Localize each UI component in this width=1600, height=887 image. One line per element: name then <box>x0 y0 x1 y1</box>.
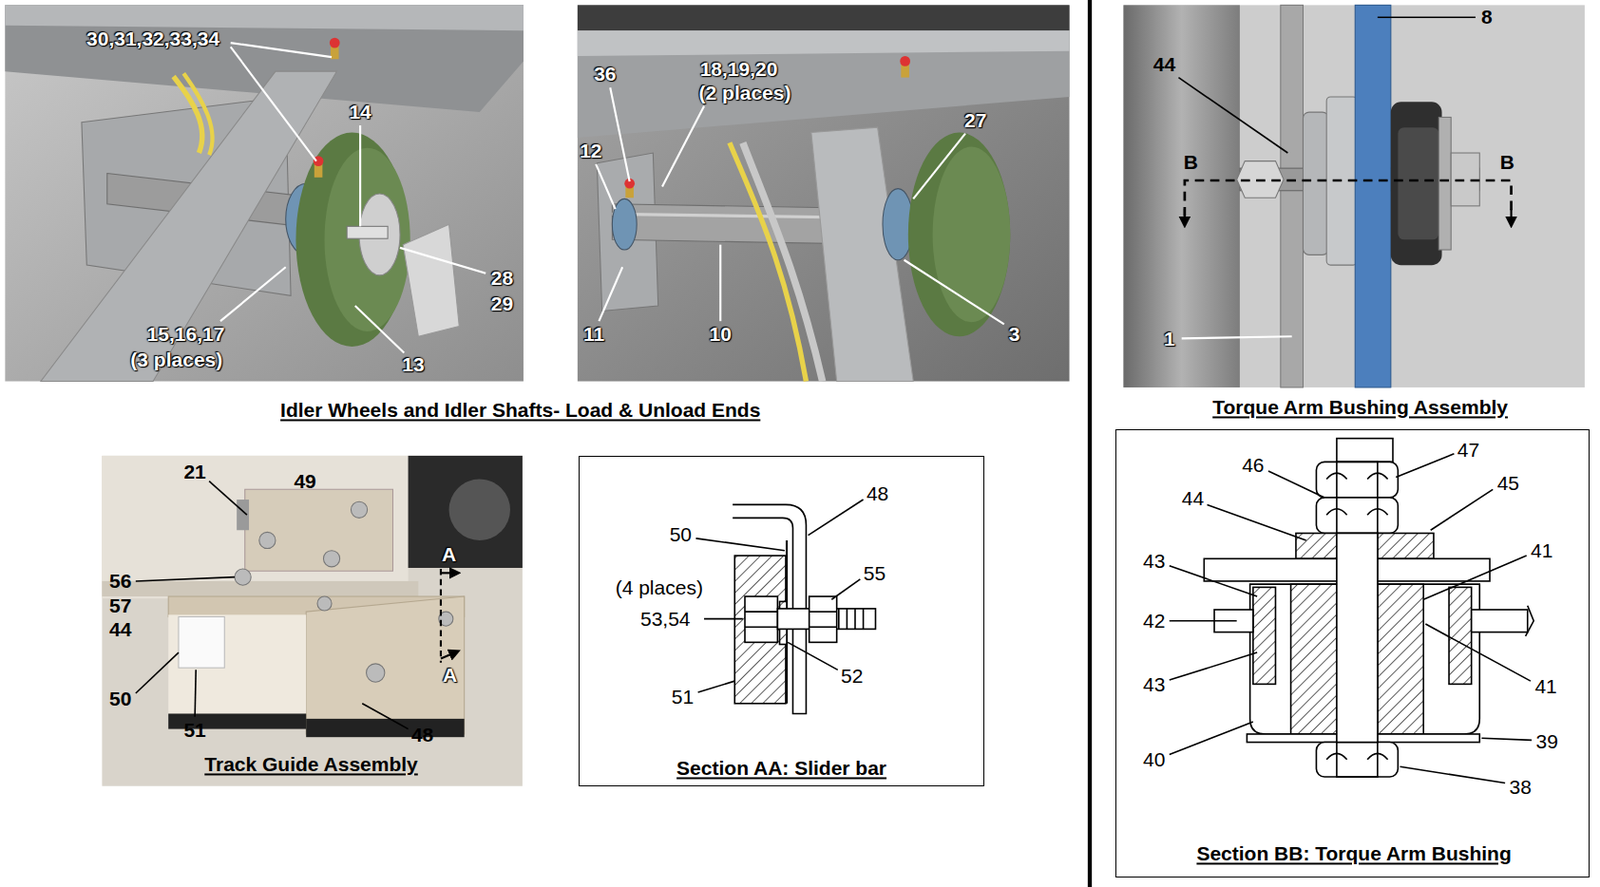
callout-number: 21 <box>183 461 206 484</box>
leader-lines <box>135 17 1532 783</box>
callout-number: 50 <box>109 687 132 710</box>
caption: Torque Arm Bushing Assembly <box>1212 396 1508 419</box>
callout-number: 57 <box>109 594 132 617</box>
callout-number: (2 places) <box>699 81 792 104</box>
callout-number: 38 <box>1509 777 1532 800</box>
callout-number: 46 <box>1241 454 1264 477</box>
callout-number: 45 <box>1497 473 1520 496</box>
caption: Section AA: Slider bar <box>676 757 887 780</box>
callout-number: 10 <box>709 323 732 346</box>
callout-number: 1 <box>1163 327 1176 350</box>
callout-number: 13 <box>401 354 424 377</box>
torque-photo-panel: Torque Arm Bushing Assembly <box>1123 4 1584 388</box>
divider <box>1087 0 1092 887</box>
callout-number: A <box>442 664 458 686</box>
caption: Section BB: Torque Arm Bushing <box>1196 842 1511 865</box>
callout-number: B <box>1500 151 1515 173</box>
callout-number: 42 <box>1142 610 1165 633</box>
callout-number: 29 <box>491 292 514 315</box>
callout-number: 8 <box>1481 6 1493 29</box>
callout-number: B <box>1183 151 1199 173</box>
callout-number: 49 <box>293 470 316 493</box>
callout-number: 41 <box>1530 539 1553 562</box>
callout-number: 3 <box>1009 323 1021 346</box>
callout-number: 44 <box>1181 488 1204 511</box>
callout-number: 14 <box>348 101 371 124</box>
caption: Track Guide Assembly <box>204 754 419 777</box>
callout-number: (4 places) <box>615 576 704 599</box>
section-bb-drawing <box>1203 438 1534 778</box>
callout-number: 52 <box>840 666 863 688</box>
callout-number: 43 <box>1142 673 1165 696</box>
callout-number: 36 <box>593 63 616 86</box>
callout-number: 47 <box>1457 438 1480 461</box>
callout-number: 44 <box>109 618 132 641</box>
callout-number: 43 <box>1142 550 1165 572</box>
callout-number: (3 places) <box>130 349 223 372</box>
torque-photo <box>1123 4 1584 388</box>
callout-number: 56 <box>109 571 132 593</box>
callout-number: 28 <box>491 267 514 290</box>
callout-number: 53,54 <box>640 608 691 630</box>
callout-number: 51 <box>183 719 206 742</box>
section-aa-drawing <box>732 504 876 714</box>
callout-number: 30,31,32,33,34 <box>86 27 220 50</box>
callout-number: 41 <box>1534 675 1557 698</box>
callout-number: 40 <box>1142 749 1165 772</box>
callout-number: A <box>441 544 457 567</box>
section-aa-box: Section AA: Slider bar <box>578 456 985 787</box>
callout-number: 48 <box>866 482 889 505</box>
callout-number: 55 <box>863 562 886 585</box>
idler-photo-left <box>4 4 524 381</box>
track-guide-photo <box>101 456 522 787</box>
callout-number: 15,16,17 <box>147 323 226 346</box>
callout-number: 39 <box>1535 730 1558 753</box>
callout-number: 51 <box>671 685 694 708</box>
idler-photo-right <box>577 4 1070 381</box>
callout-number: 50 <box>669 523 692 546</box>
callout-number: 11 <box>583 323 605 346</box>
figure-caption: Idler Wheels and Idler Shafts- Load & Un… <box>280 399 761 421</box>
callout-number: 48 <box>411 724 434 747</box>
callout-number: 12 <box>579 139 602 162</box>
callout-number: 44 <box>1153 53 1176 76</box>
track-guide-panel: Track Guide Assembly <box>101 456 522 787</box>
callout-number: 27 <box>964 109 987 132</box>
callout-number: 18,19,20 <box>700 57 779 80</box>
